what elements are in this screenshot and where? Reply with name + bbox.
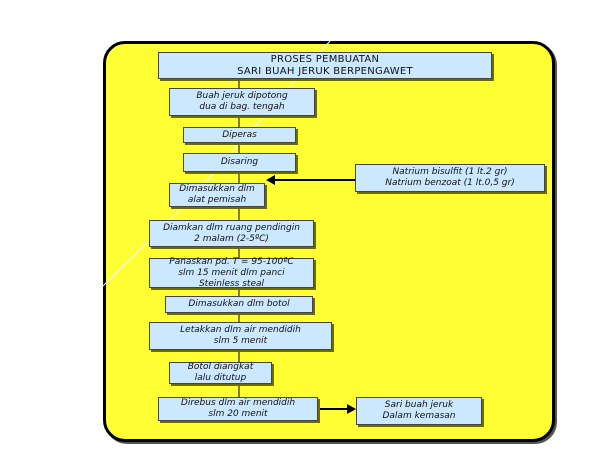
step-heating: Panaskan pd. T = 95-100ºC slm 15 menit d… bbox=[149, 257, 314, 289]
step-filter: Disaring bbox=[183, 153, 296, 172]
output-box: Sari buah jeruk Dalam kemasan bbox=[356, 397, 482, 425]
step-separator: Dimasukkan dlm alat pemisah bbox=[169, 183, 265, 207]
additive-box: Natrium bisulfit (1 lt.2 gr) Natrium ben… bbox=[355, 164, 545, 192]
additive-arrowhead bbox=[266, 175, 275, 185]
decorative-diagonal-lower bbox=[102, 199, 191, 287]
step-boil-5min: Letakkan dlm air mendidih slm 5 menit bbox=[149, 322, 332, 350]
step-cut: Buah jeruk dipotong dua di bag. tengah bbox=[169, 88, 315, 116]
additive-text: Natrium bisulfit (1 lt.2 gr) Natrium ben… bbox=[385, 167, 515, 188]
step-seal: Botol diangkat lalu ditutup bbox=[169, 362, 272, 384]
step-boil-20min: Direbus dlm air mendidih slm 20 menit bbox=[158, 397, 318, 421]
step-squeeze: Diperas bbox=[183, 127, 296, 143]
step-bottling: Dimasukkan dlm botol bbox=[165, 296, 313, 313]
title-text: PROSES PEMBUATAN SARI BUAH JERUK BERPENG… bbox=[237, 53, 413, 77]
step-cooling: Diamkan dlm ruang pendingin 2 malam (2-5… bbox=[149, 220, 314, 247]
title-box: PROSES PEMBUATAN SARI BUAH JERUK BERPENG… bbox=[158, 52, 492, 79]
output-text: Sari buah jeruk Dalam kemasan bbox=[382, 400, 456, 421]
output-arrowhead bbox=[347, 404, 356, 414]
